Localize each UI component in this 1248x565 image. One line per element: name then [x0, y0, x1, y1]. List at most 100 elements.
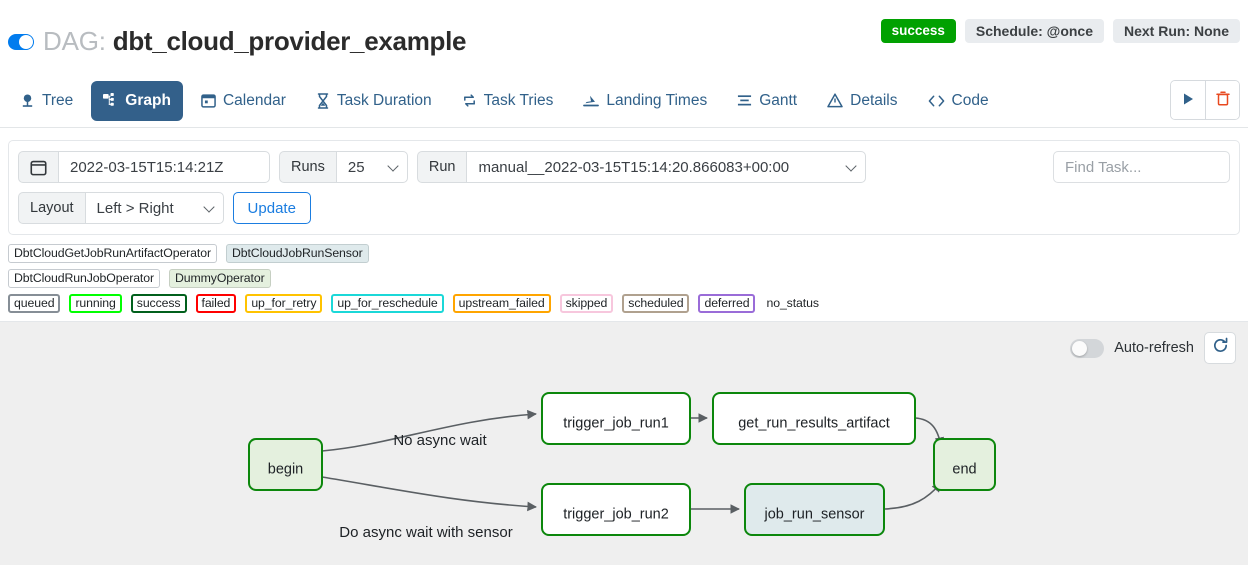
legend-status-up-for-reschedule[interactable]: up_for_reschedule: [331, 294, 444, 313]
tab-task-duration[interactable]: Task Duration: [304, 81, 444, 121]
legend-status-queued[interactable]: queued: [8, 294, 61, 313]
nav-actions: [1170, 80, 1240, 120]
graph-toolbar: Auto-refresh: [1070, 332, 1236, 364]
run-label: Run: [416, 151, 467, 183]
retry-icon: [462, 93, 477, 108]
legend-status-scheduled[interactable]: scheduled: [622, 294, 690, 313]
legend-status-no-status[interactable]: no_status: [766, 296, 819, 311]
trash-icon: [1215, 91, 1230, 109]
tab-label: Landing Times: [606, 91, 708, 109]
graph-canvas[interactable]: Auto-refresh No async: [0, 321, 1248, 565]
gantt-icon: [737, 93, 752, 108]
legend-status-deferred[interactable]: deferred: [698, 294, 756, 313]
graph-icon: [103, 93, 118, 108]
node-label: trigger_job_run1: [563, 415, 669, 431]
legend-status-skipped[interactable]: skipped: [559, 294, 614, 313]
legend-status-up-for-retry[interactable]: up_for_retry: [245, 294, 323, 313]
auto-refresh-toggle[interactable]: [1070, 338, 1105, 358]
tree-icon: [20, 93, 35, 109]
tab-label: Tree: [42, 91, 74, 109]
calendar-icon[interactable]: [18, 151, 58, 183]
tab-label: Task Tries: [483, 91, 554, 109]
graph-edge-labels: No async wait Do async wait with sensor: [339, 432, 512, 541]
update-button[interactable]: Update: [232, 192, 311, 224]
code-icon: [928, 94, 945, 108]
tab-label: Graph: [125, 91, 171, 109]
edge-sensor-end[interactable]: [883, 482, 942, 510]
node-get-run-results-artifact[interactable]: get_run_results_artifact: [712, 392, 916, 445]
layout-row: Layout Left > Right Update: [18, 192, 1230, 224]
execution-date-group: 2022-03-15T15:14:21Z: [18, 151, 270, 183]
auto-refresh-label: Auto-refresh: [1114, 340, 1194, 356]
page-header: DAG: dbt_cloud_provider_example success …: [0, 0, 1248, 74]
node-job-run-sensor[interactable]: job_run_sensor: [744, 483, 885, 536]
refresh-icon: [1212, 337, 1229, 359]
node-label: job_run_sensor: [764, 506, 865, 522]
hourglass-icon: [316, 92, 330, 109]
tab-label: Gantt: [759, 91, 798, 109]
nav-tabs: Tree Graph Calendar Task Duration Task T…: [0, 74, 1248, 128]
refresh-button[interactable]: [1204, 332, 1236, 364]
legend-status-failed[interactable]: failed: [195, 294, 237, 313]
node-trigger-job-run1[interactable]: trigger_job_run1: [541, 392, 691, 445]
trigger-dag-button[interactable]: [1171, 81, 1205, 119]
tab-details[interactable]: Details: [815, 81, 909, 121]
legend-operator-chip[interactable]: DummyOperator: [168, 269, 271, 288]
tab-label: Details: [850, 91, 898, 109]
node-trigger-job-run2[interactable]: trigger_job_run2: [541, 483, 691, 536]
runs-select[interactable]: 25: [335, 151, 408, 183]
node-begin[interactable]: begin: [248, 438, 323, 491]
header-badges: success Schedule: @once Next Run: None: [880, 19, 1240, 43]
landing-icon: [583, 93, 600, 108]
legend-operator-chip[interactable]: DbtCloudJobRunSensor: [225, 244, 369, 263]
legend-operator-chip[interactable]: DbtCloudGetJobRunArtifactOperator: [8, 244, 217, 263]
runs-group: Runs 25: [279, 151, 408, 183]
tab-gantt[interactable]: Gantt: [725, 81, 809, 121]
warning-triangle-icon: [827, 93, 843, 108]
find-task-input[interactable]: [1053, 151, 1230, 183]
tab-label: Calendar: [222, 91, 286, 109]
node-label: end: [952, 461, 976, 477]
legend-status-success[interactable]: success: [130, 294, 187, 313]
dag-graph-svg[interactable]: No async wait Do async wait with sensor …: [0, 322, 1248, 565]
edge-begin-trigger2[interactable]: [321, 476, 537, 512]
graph-nodes: begin trigger_job_run1 get_run_results_a…: [248, 392, 996, 536]
run-group: Run manual__2022-03-15T15:14:20.866083+0…: [416, 151, 867, 183]
dag-prefix-label: DAG:: [43, 26, 106, 56]
layout-select[interactable]: Left > Right: [84, 192, 224, 224]
layout-group: Layout Left > Right: [18, 192, 224, 224]
legend-statuses: queued running success failed up_for_ret…: [8, 294, 1240, 313]
run-select[interactable]: manual__2022-03-15T15:14:20.866083+00:00: [466, 151, 867, 183]
delete-dag-button[interactable]: [1205, 81, 1239, 119]
legend-operators: DbtCloudGetJobRunArtifactOperator DbtClo…: [8, 244, 528, 288]
play-icon: [1182, 92, 1195, 109]
legend-status-upstream-failed[interactable]: upstream_failed: [452, 294, 551, 313]
legend: DbtCloudGetJobRunArtifactOperator DbtClo…: [8, 244, 1240, 313]
tab-task-tries[interactable]: Task Tries: [450, 81, 566, 121]
legend-status-running[interactable]: running: [69, 294, 122, 313]
tab-landing-times[interactable]: Landing Times: [571, 81, 719, 121]
legend-operator-chip[interactable]: DbtCloudRunJobOperator: [8, 269, 160, 288]
node-label: begin: [268, 461, 303, 477]
runs-label: Runs: [279, 151, 336, 183]
tab-graph[interactable]: Graph: [91, 80, 183, 121]
tab-tree[interactable]: Tree: [8, 81, 85, 121]
layout-label: Layout: [18, 192, 85, 224]
node-label: get_run_results_artifact: [738, 415, 890, 431]
node-label: trigger_job_run2: [563, 506, 669, 522]
schedule-badge[interactable]: Schedule: @once: [964, 19, 1104, 43]
status-badge: success: [880, 19, 956, 43]
tab-calendar[interactable]: Calendar: [189, 81, 298, 121]
tab-label: Code: [951, 91, 989, 109]
execution-date-input[interactable]: 2022-03-15T15:14:21Z: [58, 151, 270, 183]
dag-pause-toggle[interactable]: [8, 33, 34, 50]
dag-title: DAG: dbt_cloud_provider_example: [8, 26, 466, 57]
edge-begin-trigger1[interactable]: [321, 409, 537, 452]
tab-code[interactable]: Code: [916, 81, 1001, 121]
tab-label: Task Duration: [336, 91, 432, 109]
dag-name-label: dbt_cloud_provider_example: [112, 26, 467, 56]
calendar-icon: [201, 93, 216, 108]
edge-label: No async wait: [393, 432, 487, 449]
node-end[interactable]: end: [933, 438, 996, 491]
next-run-badge: Next Run: None: [1113, 19, 1240, 43]
